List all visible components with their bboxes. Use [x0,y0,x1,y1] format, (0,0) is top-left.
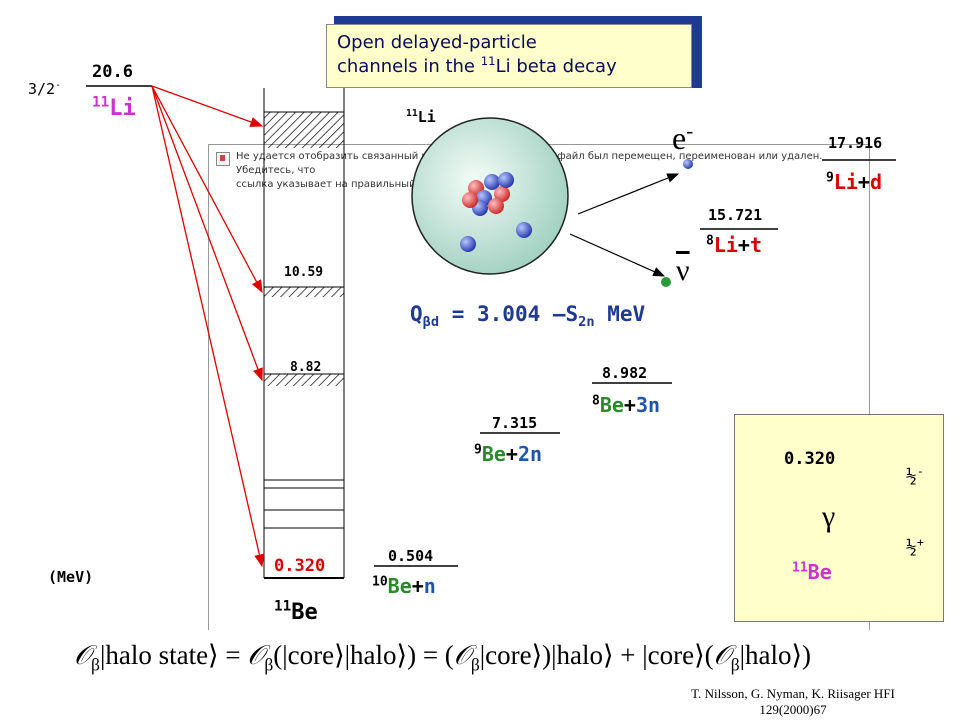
threshold-15721-energy: 15.721 [708,206,763,224]
li11-spin: 3/2- [28,80,61,98]
electron-label: e- [672,119,694,156]
threshold-7315-energy: 7.315 [492,414,538,432]
hatch-1059 [264,287,344,297]
level-8-82: 8.82 [290,360,322,375]
electron-dot [683,159,693,169]
citation-line-2: 129(2000)67 [759,702,827,717]
threshold-8982-energy: 8.982 [602,364,648,382]
neutrino-dot [661,277,671,287]
threshold-0504-energy: 0.504 [388,547,434,565]
threshold-17916-energy: 17.916 [828,134,883,152]
halo-equation: 𝒪β|halo state⟩ = 𝒪β(|core⟩|halo⟩) = (𝒪β|… [74,640,812,675]
q-value-formula: Qβd = 3.004 –S2n MeV [410,302,646,331]
citation: T. Nilsson, G. Nyman, K. Riisager HFI 12… [648,686,938,718]
be11-inset [734,414,944,622]
antineutrino-label: ν [676,254,690,287]
halo-neutron-2 [516,222,532,238]
unit-label: (MeV) [48,568,94,586]
halo-neutron-1 [460,236,476,252]
inset-energy: 0.320 [784,449,836,469]
inset-be11-label: 11Be [792,560,832,584]
callout-line-2: channels in the 11Li beta decay [337,54,617,77]
hatch-882 [264,374,344,386]
citation-line-1: T. Nilsson, G. Nyman, K. Riisager HFI [691,686,895,701]
threshold-15721-label: 8Li+t [706,233,763,257]
li11-label: 11Li [92,94,136,121]
inset-lower-spin: ½+ [906,535,924,558]
threshold-17916-label: 9Li+d [826,170,883,194]
inset-upper-spin: ½- [906,464,924,487]
threshold-0504-label: 10Be+n [372,574,436,598]
hatch-top [264,112,344,148]
threshold-8982-label: 8Be+3n [592,393,661,417]
callout-box: Open delayed-particle channels in the 11… [326,24,692,88]
level-10-59: 10.59 [284,265,324,280]
level-0-320: 0.320 [274,556,326,576]
broken-image-line-2: ссылка указывает на правильный файл и ра… [236,179,540,190]
callout-line-1: Open delayed-particle [337,32,537,53]
inset-gamma: γ [822,500,836,533]
atom-label: 11Li [406,108,436,126]
be11-label: 11Be [274,598,318,625]
li11-energy: 20.6 [92,62,133,82]
broken-image-icon [216,152,230,166]
threshold-7315-label: 9Be+2n [474,442,543,466]
